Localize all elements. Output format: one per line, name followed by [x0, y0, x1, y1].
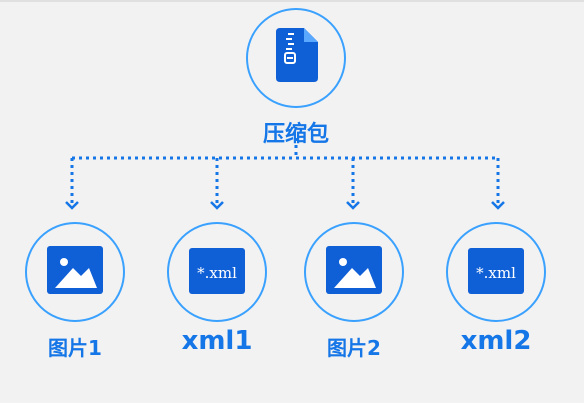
child-node-ring-3	[304, 222, 404, 322]
image-icon	[326, 246, 382, 294]
child-label-4: xml2	[460, 326, 532, 356]
xml-icon-text: *.xml	[197, 264, 237, 282]
child-label-3: 图片2	[327, 336, 381, 360]
root-node-ring	[246, 8, 346, 108]
xml-file-icon: *.xml	[468, 248, 524, 294]
chevron-down-icon	[65, 201, 79, 210]
zip-file-icon	[276, 28, 318, 82]
root-label: 压缩包	[262, 122, 329, 147]
chevron-down-icon	[491, 201, 505, 210]
top-border	[0, 0, 584, 2]
xml-file-icon: *.xml	[189, 248, 245, 294]
xml-icon-text: *.xml	[476, 264, 516, 282]
child-node-ring-1	[25, 222, 125, 322]
chevron-down-icon	[210, 201, 224, 210]
child-node-ring-2	[167, 222, 267, 322]
chevron-down-icon	[346, 201, 360, 210]
child-label-2: xml1	[181, 326, 253, 356]
image-icon	[47, 246, 103, 294]
child-node-ring-4	[446, 222, 546, 322]
child-label-1: 图片1	[48, 336, 102, 360]
